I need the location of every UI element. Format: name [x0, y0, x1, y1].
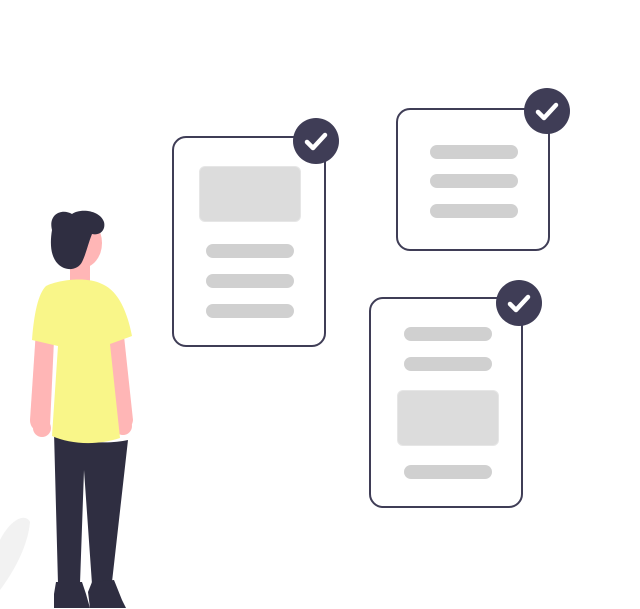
text-line-placeholder: [404, 327, 492, 341]
person-right-arm: [104, 330, 133, 429]
text-line-placeholder: [206, 244, 294, 258]
checkmark-icon: [524, 88, 570, 134]
document-card-bottom-right: [369, 297, 523, 508]
text-line-placeholder: [430, 145, 518, 159]
leaf-decoration: [0, 517, 30, 590]
person-right-shoe: [88, 580, 126, 608]
text-line-placeholder: [206, 274, 294, 288]
person-pants: [54, 432, 128, 584]
checkmark-icon: [496, 280, 542, 326]
person-left-arm: [30, 330, 54, 432]
person-hair: [50, 210, 105, 270]
text-line-placeholder: [404, 357, 492, 371]
image-placeholder: [199, 166, 301, 222]
text-line-placeholder: [206, 304, 294, 318]
image-placeholder: [397, 390, 499, 446]
document-card-top-right: [396, 108, 550, 251]
person-left-hand: [33, 419, 51, 437]
text-line-placeholder: [430, 204, 518, 218]
document-card-left: [172, 136, 326, 347]
checkmark-icon: [293, 118, 339, 164]
text-line-placeholder: [404, 465, 492, 479]
text-line-placeholder: [430, 174, 518, 188]
person-shirt: [32, 279, 132, 444]
person-left-shoe: [54, 582, 90, 608]
